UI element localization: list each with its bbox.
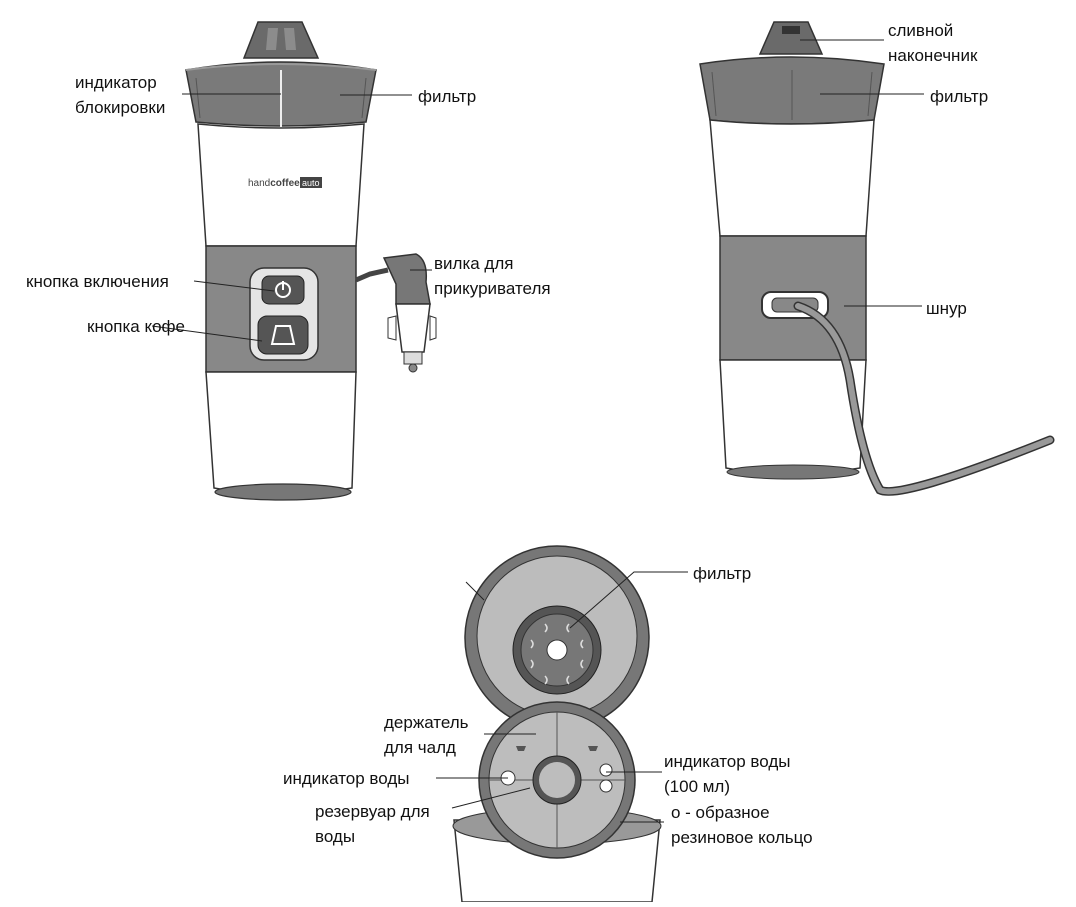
label-coffee-button: кнопка кофе [87,317,185,336]
front-body-lower [205,371,357,495]
front-spout-cone [242,21,320,59]
label-lock-indicator-text: индикатор блокировки [75,73,166,117]
front-brand-text: handcoffee [248,178,300,189]
back-body-lower [719,359,867,475]
label-spout-text: сливной наконечник [888,21,978,65]
water-indicator-100-mark [599,763,613,777]
label-lock-indicator: индикатор блокировки [75,70,195,120]
label-pod-holder-text: держатель для чалд [384,713,469,757]
label-filter-left: фильтр [418,87,477,106]
label-water-indicator-100: индикатор воды (100 мл) [664,749,824,799]
label-car-plug: вилка для прикуривателя [434,251,584,301]
label-power-button: кнопка включения [26,272,169,291]
front-leader-lines [151,93,432,342]
label-water-indicator-left: индикатор воды [283,769,410,788]
label-filter-right: фильтр [930,87,989,106]
car-plug-body [382,253,431,305]
label-cord: шнур [926,299,967,318]
back-spout-cone [758,21,824,55]
front-view-device: handcoffee auto [185,21,437,501]
label-water-indicator-100-text: индикатор воды (100 мл) [664,752,791,796]
label-filter-bottom: фильтр [693,564,752,583]
back-leader-lines [800,39,924,307]
bottom-leader-lines [436,571,688,823]
open-lid-view [452,545,662,903]
back-body-upper [709,119,875,237]
label-water-tank: резервуар для воды [315,799,455,849]
label-pod-holder: держатель для чалд [384,710,494,760]
label-spout: сливной наконечник [888,18,1008,68]
label-o-ring-text: о - образное резиновое кольцо [671,803,813,847]
label-water-tank-text: резервуар для воды [315,802,430,846]
front-brand-badge: auto [302,178,320,188]
label-o-ring: о - образное резиновое кольцо [671,800,851,850]
back-view-device [699,21,1055,496]
label-car-plug-text: вилка для прикуривателя [434,254,551,298]
front-body-upper [197,123,365,247]
coffee-button [257,315,309,355]
